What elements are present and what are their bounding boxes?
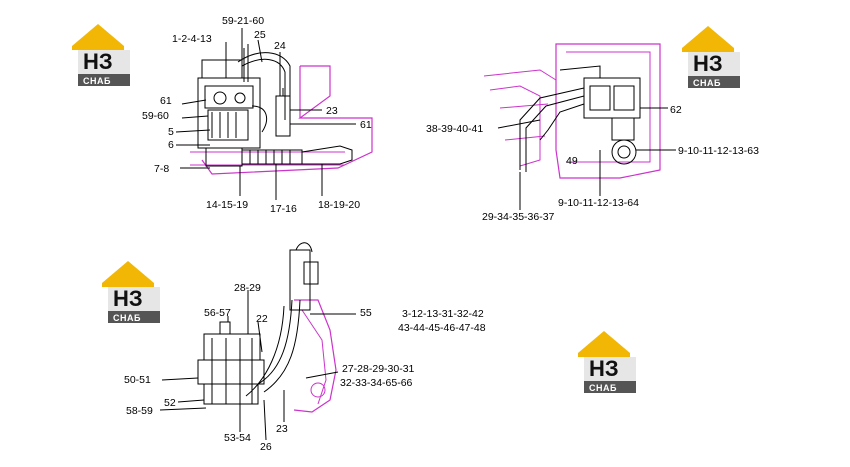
callout-label: 5: [168, 126, 174, 138]
logo-mark-text: НЗ: [693, 51, 723, 76]
callout-label: 1-2-4-13: [172, 33, 212, 45]
assembly-c-drawing: [159, 242, 356, 441]
assembly-a-drawing: [175, 28, 373, 200]
callout-label: 50-51: [124, 374, 151, 386]
callout-label: 55: [360, 307, 372, 319]
callout-label: 23: [276, 423, 288, 435]
callout-label: 18-19-20: [318, 199, 360, 211]
callout-label: 24: [274, 40, 286, 52]
callout-label: 7-8: [154, 163, 169, 175]
callout-label: 59-21-60: [222, 15, 264, 27]
brand-logo-bottom-right: НЗ СНАБ: [578, 331, 636, 393]
logo-mark-text: НЗ: [83, 49, 113, 74]
callout-label: 38-39-40-41: [426, 123, 483, 135]
callout-labels: 1-2-4-13 59-21-60 25 24 61 59-60 5 6 23 …: [124, 15, 759, 453]
callout-label: 43-44-45-46-47-48: [398, 322, 486, 334]
logo-mark-text: НЗ: [113, 286, 143, 311]
callout-label: 22: [256, 313, 268, 325]
callout-label: 61: [160, 95, 172, 107]
callout-label: 25: [254, 29, 266, 41]
callout-label: 9-10-11-12-13-64: [558, 197, 639, 209]
assembly-b-drawing: [483, 43, 676, 210]
callout-label: 28-29: [234, 282, 261, 294]
logo-caption-text: СНАБ: [113, 313, 141, 323]
callout-label: 58-59: [126, 405, 153, 417]
logo-caption-text: СНАБ: [83, 76, 111, 86]
callout-label: 27-28-29-30-31: [342, 363, 415, 375]
callout-label: 56-57: [204, 307, 231, 319]
callout-label: 17-16: [270, 203, 297, 215]
callout-label: 62: [670, 104, 682, 116]
callout-label: 52: [164, 397, 176, 409]
callout-label: 59-60: [142, 110, 169, 122]
callout-label: 6: [168, 139, 174, 151]
brand-logo-top-right: НЗ СНАБ: [682, 26, 740, 88]
callout-label: 61: [360, 119, 372, 131]
logo-mark-text: НЗ: [589, 356, 619, 381]
callout-label: 29-34-35-36-37: [482, 211, 555, 223]
callout-label: 3-12-13-31-32-42: [402, 308, 484, 320]
callout-label: 53-54: [224, 432, 251, 444]
logo-caption-text: СНАБ: [589, 383, 617, 393]
brand-logo-top-left: НЗ СНАБ: [72, 24, 130, 86]
brand-logo-mid-left: НЗ СНАБ: [102, 261, 160, 323]
callout-label: 32-33-34-65-66: [340, 377, 413, 389]
logo-caption-text: СНАБ: [693, 78, 721, 88]
callout-label: 9-10-11-12-13-63: [678, 145, 759, 157]
callout-label: 23: [326, 105, 338, 117]
callout-label: 49: [566, 155, 578, 167]
callout-label: 14-15-19: [206, 199, 248, 211]
callout-label: 26: [260, 441, 272, 453]
